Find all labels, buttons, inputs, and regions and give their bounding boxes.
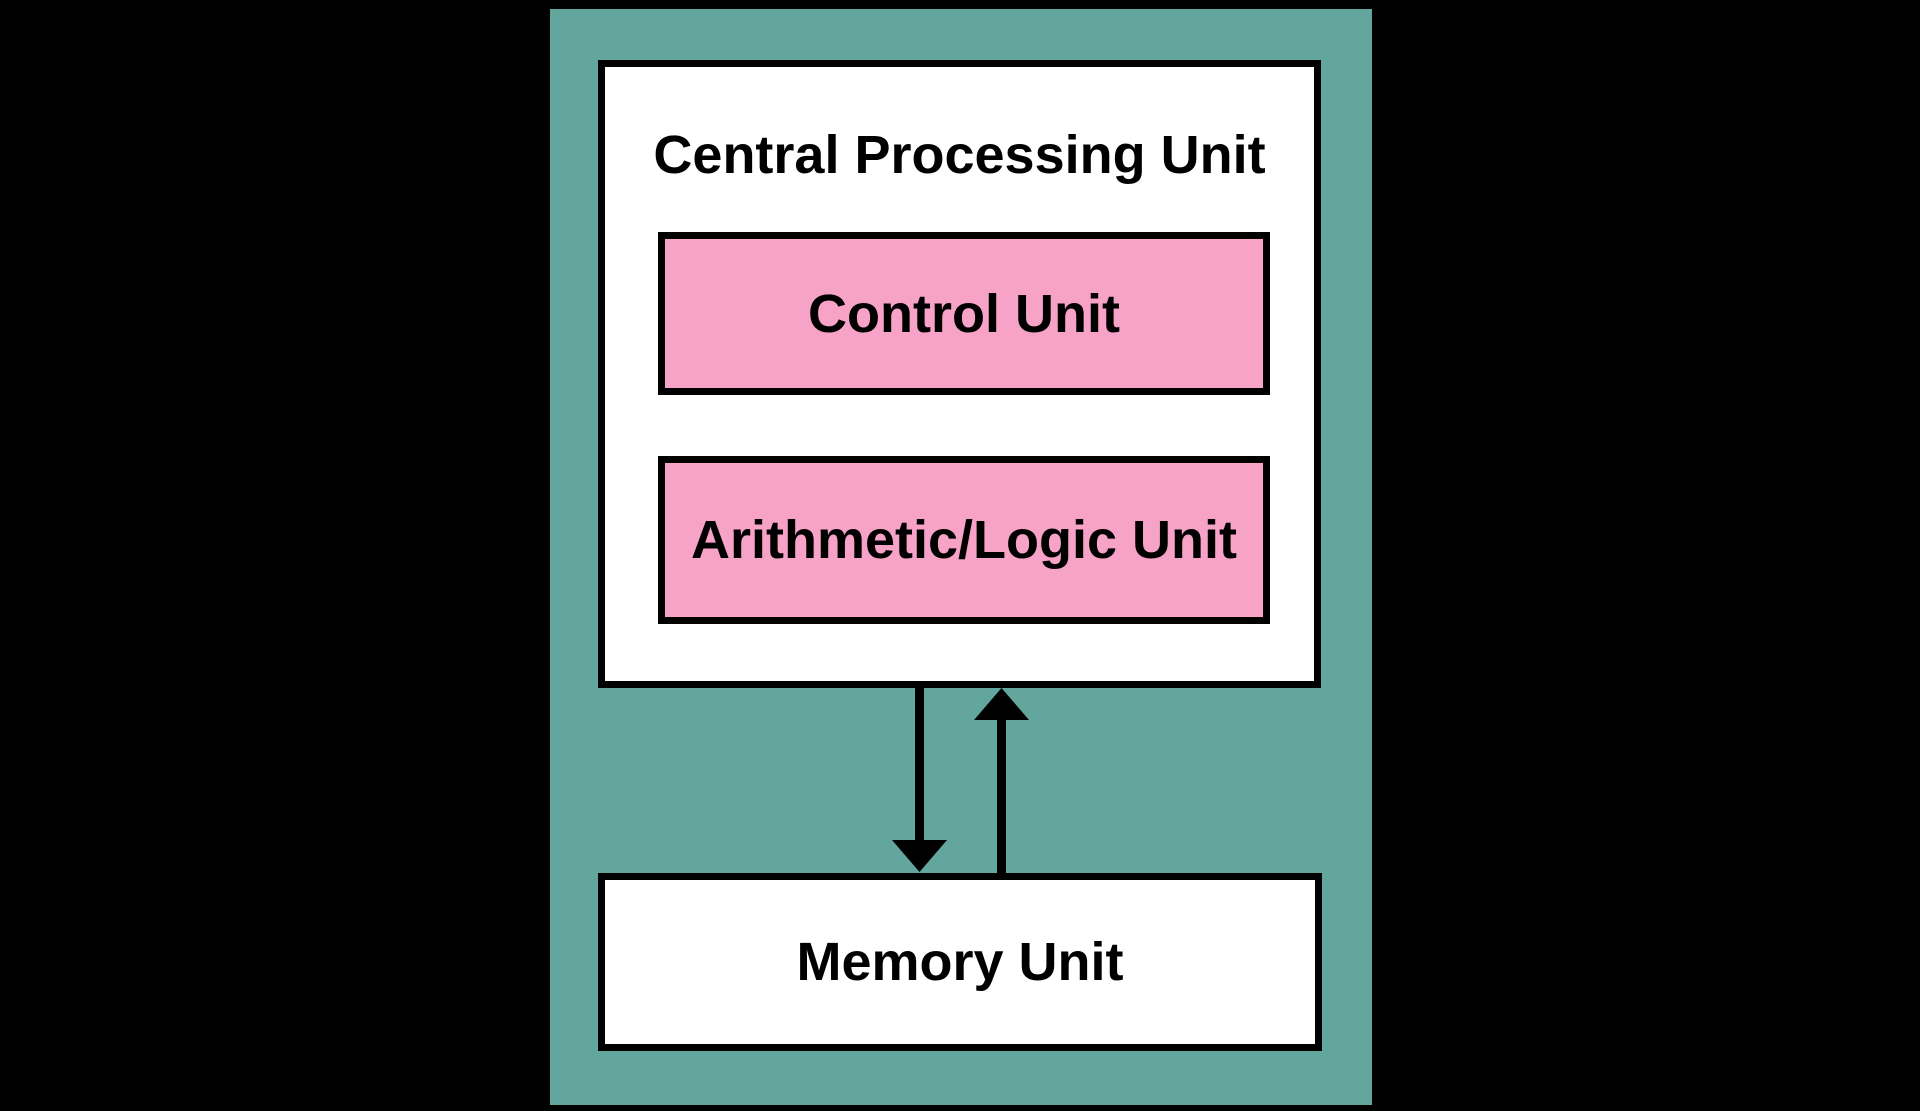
arrow-down-icon <box>892 688 947 872</box>
control-unit-block: Control Unit <box>658 232 1270 395</box>
cpu-title: Central Processing Unit <box>653 125 1266 185</box>
alu-label: Arithmetic/Logic Unit <box>690 510 1237 570</box>
control-unit-label: Control Unit <box>808 283 1120 344</box>
cpu-memory-arrows <box>892 688 1029 873</box>
memory-unit-label: Memory Unit <box>796 932 1124 992</box>
alu-block: Arithmetic/Logic Unit <box>658 456 1270 624</box>
memory-unit-block: Memory Unit <box>598 873 1322 1051</box>
arrow-up-icon <box>974 688 1029 873</box>
